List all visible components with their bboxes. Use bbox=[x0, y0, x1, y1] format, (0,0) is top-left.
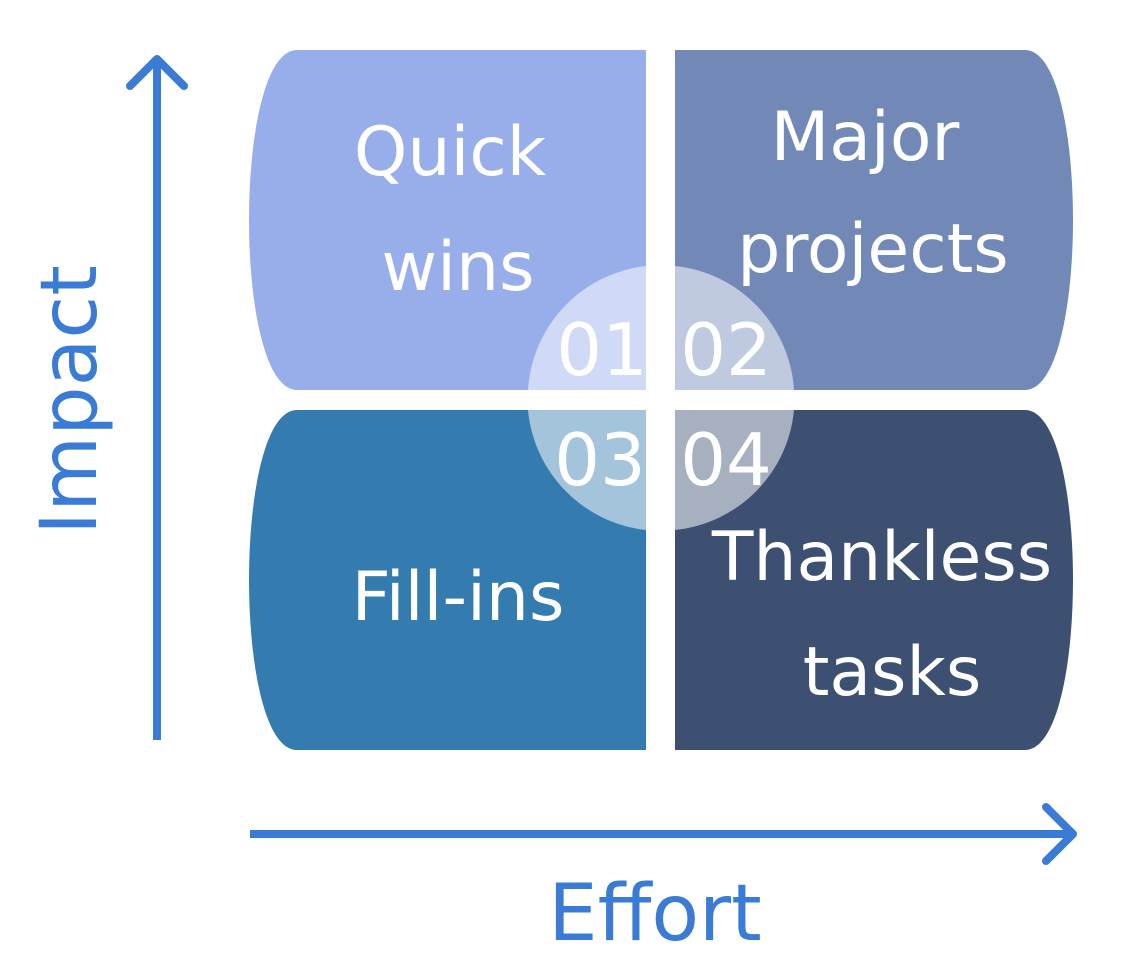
quadrant-major-projects bbox=[675, 50, 1073, 390]
quadrant-label-thankless-tasks-line-2: tasks bbox=[803, 633, 982, 712]
x-axis-arrowhead-icon bbox=[1042, 803, 1077, 865]
center-circle-segment-01 bbox=[528, 266, 646, 390]
quadrant-number-02: 02 bbox=[680, 308, 772, 392]
x-axis bbox=[250, 803, 1077, 865]
center-circle bbox=[528, 266, 794, 530]
quadrant-label-major-projects-line-2: projects bbox=[737, 210, 1008, 289]
quadrant-thankless-tasks bbox=[675, 410, 1073, 750]
y-axis bbox=[126, 55, 188, 740]
center-circle-segment-04 bbox=[675, 410, 794, 530]
quadrant-number-03: 03 bbox=[554, 418, 646, 502]
quadrant-number-01: 01 bbox=[556, 308, 648, 392]
quadrant-label-quick-wins-line-2: wins bbox=[381, 228, 534, 307]
quadrant-label-major-projects-line-1: Major bbox=[771, 98, 960, 177]
center-circle-segment-03 bbox=[528, 410, 646, 530]
y-axis-title: Impact bbox=[25, 265, 115, 535]
center-circle-segment-02 bbox=[675, 266, 794, 390]
x-axis-title: Effort bbox=[548, 869, 761, 959]
quadrant-label-quick-wins-line-1: Quick bbox=[354, 113, 547, 192]
quadrant-label-fill-ins: Fill-ins bbox=[352, 558, 565, 637]
y-axis-arrowhead-icon bbox=[126, 55, 188, 90]
quadrant-quick-wins bbox=[249, 50, 646, 390]
quadrant-fill-ins bbox=[249, 410, 646, 750]
quadrant-number-04: 04 bbox=[680, 418, 772, 502]
quadrant-label-thankless-tasks-line-1: Thankless bbox=[711, 518, 1052, 597]
